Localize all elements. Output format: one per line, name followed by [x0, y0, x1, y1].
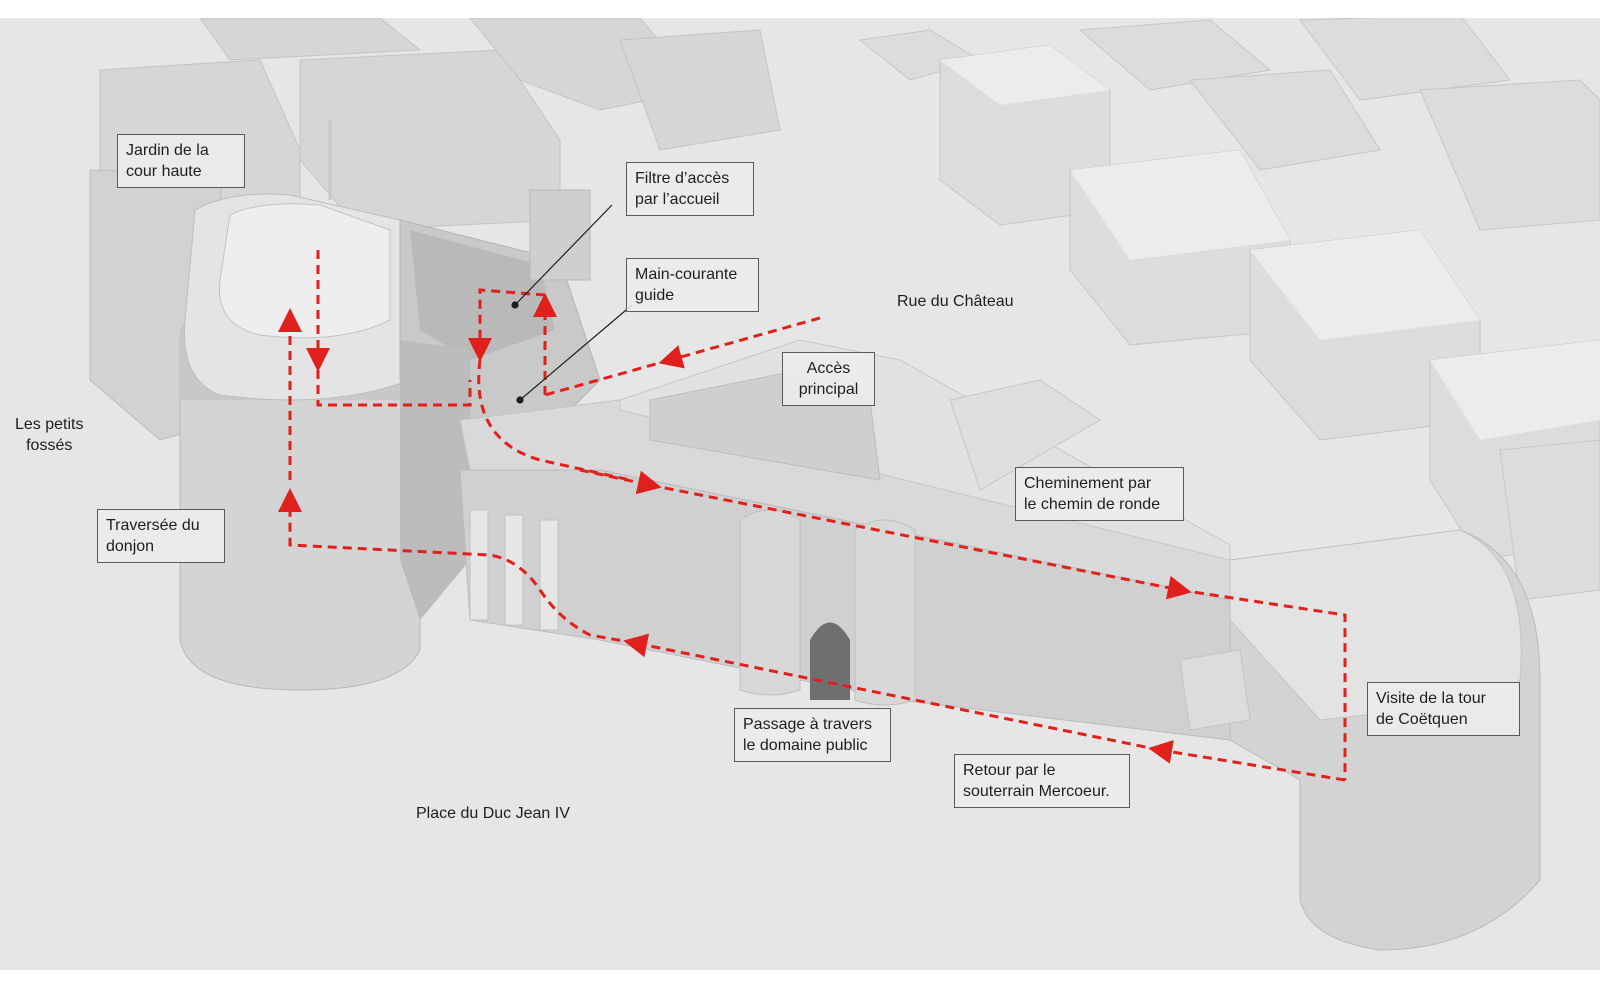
visitor-route [278, 250, 1347, 782]
route-return [1148, 740, 1346, 782]
route-filter-top [468, 288, 546, 362]
callout-filtre-acces: Filtre d’accès par l’accueil [626, 162, 754, 216]
bottom-frame [0, 970, 1600, 988]
label-place-du-duc-jean-iv: Place du Duc Jean IV [416, 805, 570, 822]
callout-passage: Passage à travers le domaine public [734, 708, 891, 762]
callout-jardin-cour-haute: Jardin de la cour haute [117, 134, 245, 188]
route-return-3 [278, 488, 636, 645]
label-les-petits-fosses: Les petits fossés [15, 416, 84, 454]
gatehouse [399, 189, 601, 620]
callout-visite-tour: Visite de la tour de Coëtquen [1367, 682, 1520, 736]
route-main-courante [544, 358, 671, 397]
route-approach [658, 316, 821, 369]
label-rue-du-chateau: Rue du Château [897, 293, 1014, 310]
top-frame [0, 0, 1600, 18]
callout-retour: Retour par le souterrain Mercoeur. [954, 754, 1130, 808]
callout-acces-principal: Accès principal [782, 352, 875, 406]
callout-main-courante: Main-courante guide [626, 258, 759, 312]
route-curve [477, 359, 631, 482]
route-chemin-de-ronde-2 [649, 483, 1192, 600]
route-donjon-exit [316, 370, 472, 407]
route-chemin-de-ronde-1 [579, 468, 662, 495]
route-to-tour [1179, 588, 1347, 780]
callout-traversee-donjon: Traversée du donjon [97, 509, 225, 563]
city-roofs [940, 45, 1600, 440]
callout-cheminement: Cheminement par le chemin de ronde [1015, 467, 1184, 521]
leader-lines [511, 204, 633, 404]
